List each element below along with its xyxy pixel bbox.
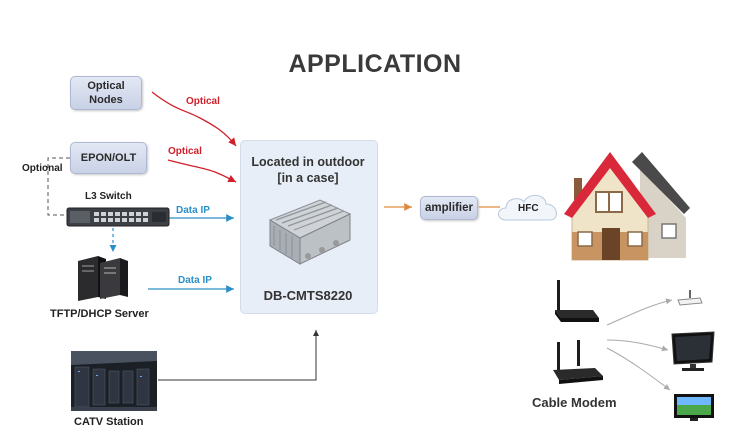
optical-nodes-box: Optical Nodes — [70, 76, 142, 110]
cmts-device-icon — [262, 190, 358, 270]
optical-link-2 — [167, 159, 237, 183]
epon-olt-box: EPON/OLT — [70, 142, 147, 174]
modem-link-ap — [606, 298, 673, 326]
data-ip-label-2: Data IP — [178, 275, 212, 286]
datacenter-icon — [71, 351, 157, 411]
switch-icon — [66, 206, 170, 228]
server-icon — [72, 255, 132, 301]
l3-switch-label: L3 Switch — [85, 191, 132, 202]
house-icon — [562, 148, 692, 263]
amplifier-box: amplifier — [420, 196, 478, 220]
data-ip-label-1: Data IP — [176, 205, 210, 216]
optical-link-1 — [151, 91, 237, 147]
router-icon — [551, 340, 605, 386]
optical-label-2: Optical — [168, 146, 202, 157]
page-title: APPLICATION — [288, 50, 462, 78]
tftp-server-label: TFTP/DHCP Server — [50, 308, 149, 320]
tv-icon — [672, 392, 716, 422]
modem-link-monitor — [606, 339, 669, 352]
catv-station-label: CATV Station — [74, 416, 144, 428]
modem-link-tv — [606, 347, 671, 391]
router-icon — [553, 278, 601, 326]
catv-link — [158, 330, 319, 381]
device-model: DB-CMTS8220 — [263, 288, 353, 303]
location-line2: [in a case] — [277, 171, 339, 185]
access-point-icon — [676, 288, 704, 308]
cmts-panel — [240, 140, 378, 314]
location-line1: Located in outdoor — [251, 155, 365, 169]
hfc-label: HFC — [518, 203, 539, 214]
optional-dashed-link — [47, 157, 70, 216]
optical-label-1: Optical — [186, 96, 220, 107]
cloud-icon — [494, 190, 564, 228]
optional-label: Optional — [22, 163, 63, 174]
cable-modem-label: Cable Modem — [532, 395, 617, 410]
monitor-icon — [668, 330, 718, 374]
